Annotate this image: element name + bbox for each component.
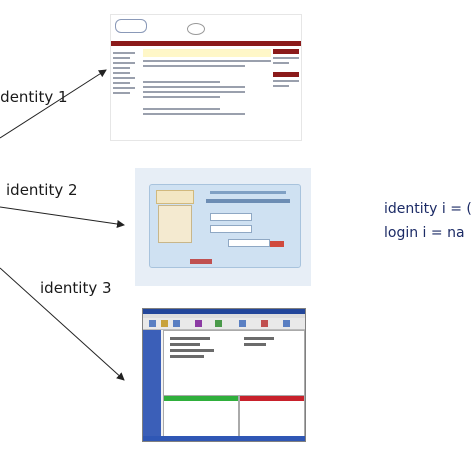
portal-main-content: [143, 49, 271, 137]
app-toolbar: [143, 318, 305, 330]
portal-emblem: [187, 23, 205, 35]
arrow-identity-2: [0, 206, 125, 228]
app-menu-bar: [143, 314, 305, 318]
login-footer-logo: [190, 259, 212, 264]
app-bottom-left-pane: [163, 395, 239, 437]
identity-2-label: identity 2: [6, 181, 78, 199]
login-field: [210, 213, 252, 221]
arrow-identity-3: [0, 267, 125, 381]
login-logo: [156, 190, 194, 204]
web-portal-screenshot: [110, 14, 302, 141]
desktop-application-screenshot: [142, 308, 306, 442]
arrow-identity-1: [0, 69, 107, 139]
identity-definition-text: identity i = (: [384, 201, 472, 217]
identity-1-label: identity 1: [0, 88, 68, 106]
portal-header: [111, 15, 301, 41]
login-definition-text: login i = na: [384, 225, 465, 241]
app-main-pane: [163, 330, 305, 396]
app-sidebar: [143, 330, 161, 441]
login-illustration: [158, 205, 192, 243]
login-title-bar: [210, 191, 286, 194]
portal-logo: [115, 19, 147, 33]
identity-3-label: identity 3: [40, 279, 112, 297]
portal-right-column: [273, 49, 299, 137]
login-dialog-screenshot: [135, 168, 311, 286]
extra-field: [228, 239, 270, 247]
portal-nav-bar: [111, 41, 301, 46]
app-title-bar: [143, 309, 305, 314]
portal-sidebar: [113, 49, 141, 137]
app-taskbar: [143, 436, 305, 441]
login-card: [149, 184, 301, 268]
login-heading-bar: [206, 199, 290, 203]
password-field: [210, 225, 252, 233]
app-bottom-right-pane: [239, 395, 305, 437]
login-button: [270, 241, 284, 247]
